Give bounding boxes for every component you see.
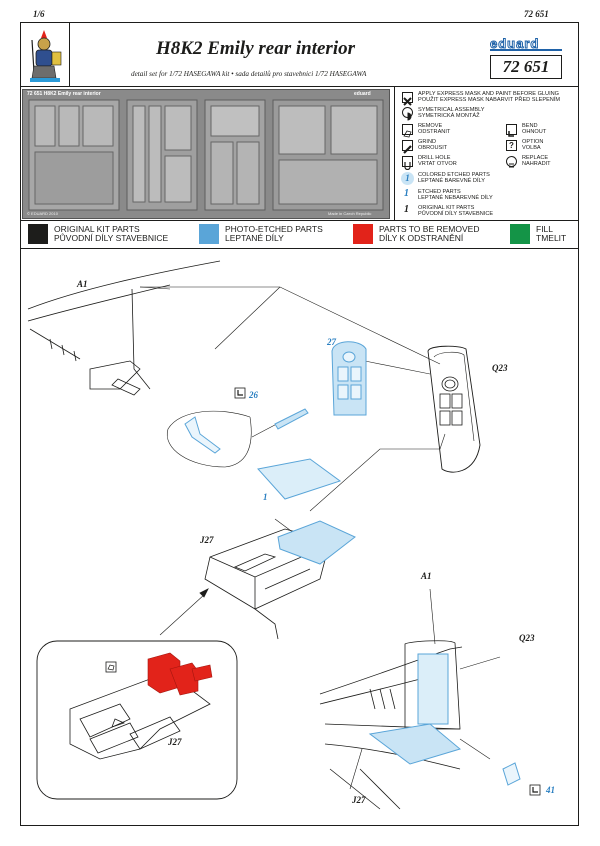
- swatch-photo-etched: [199, 224, 219, 244]
- page-title: H8K2 Emily rear interior: [156, 38, 355, 59]
- instructions-legend: APPLY EXPRESS MASK AND PAINT BEFORE GLUI…: [398, 90, 578, 218]
- label-j27-mid: J27: [200, 535, 214, 545]
- color-pe-2: LEPTANÉ DÍLY: [225, 233, 284, 243]
- knight-logo: [24, 26, 66, 84]
- label-a1-top: A1: [77, 279, 88, 289]
- legend-bottom-divider: [20, 248, 579, 249]
- legend-option-1: OPTION: [522, 139, 544, 145]
- brand-logo: eduard: [489, 35, 562, 52]
- symmetrical-icon: [402, 107, 413, 121]
- label-41: 41: [546, 785, 555, 795]
- color-fill-1: FILL: [536, 224, 554, 234]
- option-icon: ?: [506, 140, 517, 151]
- legend-drill-1: DRILL HOLE: [418, 155, 451, 161]
- page-subtitle: detail set for 1/72 HASEGAWA kit • sada …: [131, 70, 367, 78]
- legend-drill-2: VRTAT OTVOR: [418, 161, 457, 167]
- color-kit-2: PŮVODNÍ DÍLY STAVEBNICE: [54, 233, 169, 243]
- legend-remove-2: ODSTRANIT: [418, 129, 451, 135]
- legend-grind-2: OBROUSIT: [418, 145, 448, 151]
- drill-icon: [402, 156, 413, 171]
- label-26: 26: [249, 390, 258, 400]
- bend-icon: [506, 124, 517, 137]
- colored-etched-icon: 1: [401, 172, 414, 185]
- color-remove-1: PARTS TO BE REMOVED: [379, 224, 480, 234]
- replace-icon: [506, 156, 517, 168]
- etched-icon: 1: [404, 188, 409, 199]
- legend-replace-2: NAHRADIT: [522, 161, 551, 167]
- legend-replace-1: REPLACE: [522, 155, 549, 161]
- legend-sym-2: SYMETRICKÁ MONTÁŽ: [418, 113, 480, 119]
- legend-remove-1: REMOVE: [418, 123, 443, 129]
- legend-option-2: VOLBA: [522, 145, 541, 151]
- legend-divider: [394, 86, 395, 220]
- grind-icon: [402, 140, 413, 154]
- legend-sym-1: SYMETRICAL ASSEMBLY: [418, 107, 485, 113]
- page-code: 72 651: [524, 9, 549, 19]
- page-frame: [20, 22, 579, 826]
- legend-bend-2: OHNOUT: [522, 129, 547, 135]
- label-j27-detail: J27: [168, 737, 182, 747]
- legend-grind-1: GRIND: [418, 139, 437, 145]
- label-q23-bottom: Q23: [519, 633, 535, 643]
- remove-icon: [402, 124, 413, 138]
- legend-etched-1: ETCHED PARTS: [418, 189, 461, 195]
- header-divider: [20, 86, 579, 87]
- assembly-diagram: [27, 260, 541, 810]
- legend-express-1: APPLY EXPRESS MASK AND PAINT BEFORE GLUI…: [418, 91, 560, 97]
- swatch-fill: [510, 224, 530, 244]
- kit-parts-icon: 1: [404, 204, 409, 215]
- label-a1-bottom: A1: [421, 571, 432, 581]
- label-1: 1: [263, 492, 268, 502]
- label-j27-bottom: J27: [352, 795, 366, 805]
- kit-number-box: 72 651: [490, 55, 562, 79]
- legend-colored-1: COLORED ETCHED PARTS: [418, 172, 490, 178]
- legend-bend-1: BEND: [522, 123, 538, 129]
- legend-express-2: POUŽIT EXPRESS MASK NABARVIT PŘED SLEPEN…: [418, 97, 561, 103]
- swatch-kit-parts: [28, 224, 48, 244]
- swatch-remove: [353, 224, 373, 244]
- legend-etched-2: LEPTANÉ NEBAREVNÉ DÍLY: [418, 195, 493, 201]
- legend-colored-2: LEPTANÉ BAREVNÉ DÍLY: [418, 178, 485, 184]
- legend-top-divider: [20, 220, 579, 221]
- color-fill-2: TMELIT: [536, 233, 567, 243]
- express-mask-icon: [402, 92, 413, 106]
- fret-photo: 72 651 H8K2 Emily rear interior eduard ©…: [22, 89, 390, 219]
- label-27: 27: [327, 337, 336, 347]
- label-q23-top: Q23: [492, 363, 508, 373]
- color-remove-2: DÍLY K ODSTRANĚNÍ: [379, 233, 464, 243]
- color-kit-1: ORIGINAL KIT PARTS: [54, 224, 140, 234]
- legend-kit-2: PŮVODNÍ DÍLY STAVEBNICE: [418, 211, 494, 217]
- legend-kit-1: ORIGINAL KIT PARTS: [418, 205, 475, 211]
- page-number: 1/6: [33, 9, 45, 19]
- color-pe-1: PHOTO-ETCHED PARTS: [225, 224, 323, 234]
- logo-divider: [69, 22, 70, 86]
